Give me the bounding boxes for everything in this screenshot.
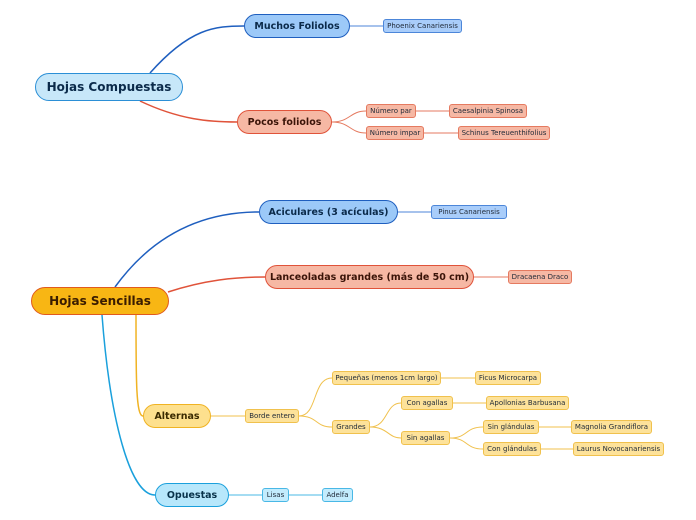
leaf-borde-entero[interactable]: Borde entero: [245, 409, 299, 423]
leaf-sin-glandulas[interactable]: Sin glándulas: [483, 420, 539, 434]
node-muchos-foliolos[interactable]: Muchos Foliolos: [244, 14, 350, 38]
leaf-magnolia-grandiflora[interactable]: Magnolia Grandiflora: [571, 420, 652, 434]
leaf-numero-par[interactable]: Número par: [366, 104, 416, 118]
node-aciculares[interactable]: Aciculares (3 acículas): [259, 200, 398, 224]
connector-sencillas-aciculares: [114, 211, 260, 288]
leaf-numero-impar[interactable]: Número impar: [366, 126, 424, 140]
leaf-dracaena-draco[interactable]: Dracaena Draco: [508, 270, 572, 284]
node-alternas[interactable]: Alternas: [143, 404, 211, 428]
leaf-con-glandulas[interactable]: Con glándulas: [483, 442, 541, 456]
leaf-laurus-novocanariensis[interactable]: Laurus Novocanariensis: [573, 442, 664, 456]
connector-compuestas-pocos: [139, 100, 238, 123]
leaf-lisas[interactable]: Lisas: [262, 488, 289, 502]
connector-sencillas-alternas: [135, 314, 144, 417]
leaf-con-agallas[interactable]: Con agallas: [401, 396, 453, 410]
connector-compuestas-muchos: [149, 25, 245, 74]
leaf-grandes[interactable]: Grandes: [332, 420, 370, 434]
leaf-pequenas[interactable]: Pequeñas (menos 1cm largo): [332, 371, 441, 385]
node-opuestas[interactable]: Opuestas: [155, 483, 229, 507]
leaf-phoenix-canariensis[interactable]: Phoenix Canariensis: [383, 19, 462, 33]
leaf-ficus-microcarpa[interactable]: Ficus Microcarpa: [475, 371, 541, 385]
node-lanceoladas-grandes[interactable]: Lanceoladas grandes (más de 50 cm): [265, 265, 474, 289]
leaf-schinus[interactable]: Schinus Tereuenthifolius: [458, 126, 550, 140]
node-pocos-foliolos[interactable]: Pocos foliolos: [237, 110, 332, 134]
connector-sencillas-lanceoladas: [167, 276, 266, 293]
leaf-apollonias-barbusana[interactable]: Apollonias Barbusana: [486, 396, 569, 410]
root-hojas-compuestas[interactable]: Hojas Compuestas: [35, 73, 183, 101]
connector-sencillas-opuestas: [101, 314, 156, 496]
root-hojas-sencillas[interactable]: Hojas Sencillas: [31, 287, 169, 315]
leaf-adelfa[interactable]: Adelfa: [322, 488, 353, 502]
leaf-caesalpinia-spinosa[interactable]: Caesalpinia Spinosa: [449, 104, 527, 118]
leaf-pinus-canariensis[interactable]: Pinus Canariensis: [431, 205, 507, 219]
leaf-sin-agallas[interactable]: Sin agallas: [401, 431, 450, 445]
